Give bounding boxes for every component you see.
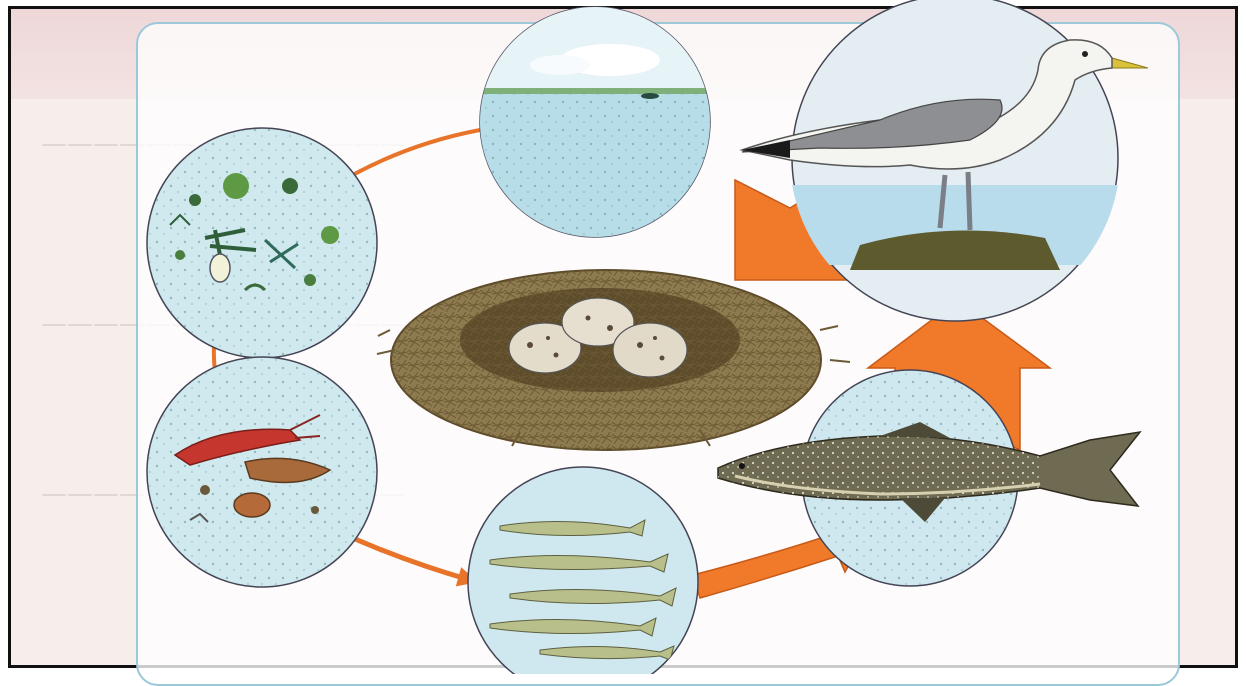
trout-fish [718, 422, 1140, 522]
small-fish-circle [468, 467, 698, 674]
sea-water-circle [480, 5, 710, 244]
phytoplankton-circle [140, 120, 390, 370]
nest-with-eggs [377, 270, 850, 450]
egg [613, 323, 687, 377]
zooplankton-circle [140, 355, 390, 605]
